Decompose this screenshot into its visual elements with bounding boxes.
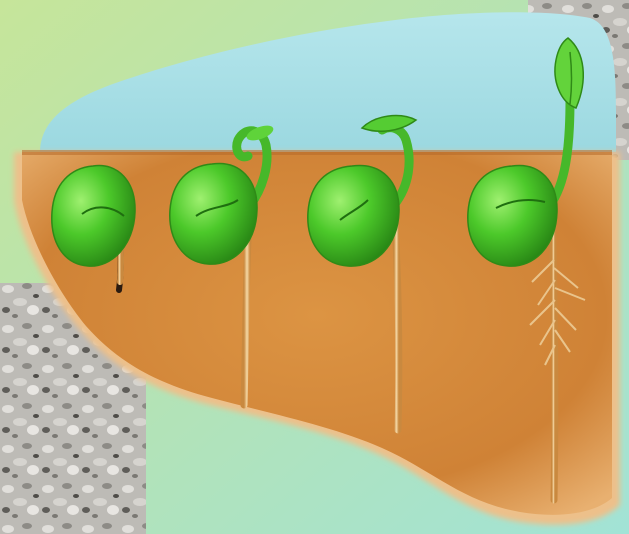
- seed-2: [170, 163, 257, 264]
- primary-root-4: [552, 205, 555, 500]
- seed-4: [468, 165, 557, 266]
- seed-3: [308, 165, 399, 266]
- soil-surface: [22, 150, 612, 155]
